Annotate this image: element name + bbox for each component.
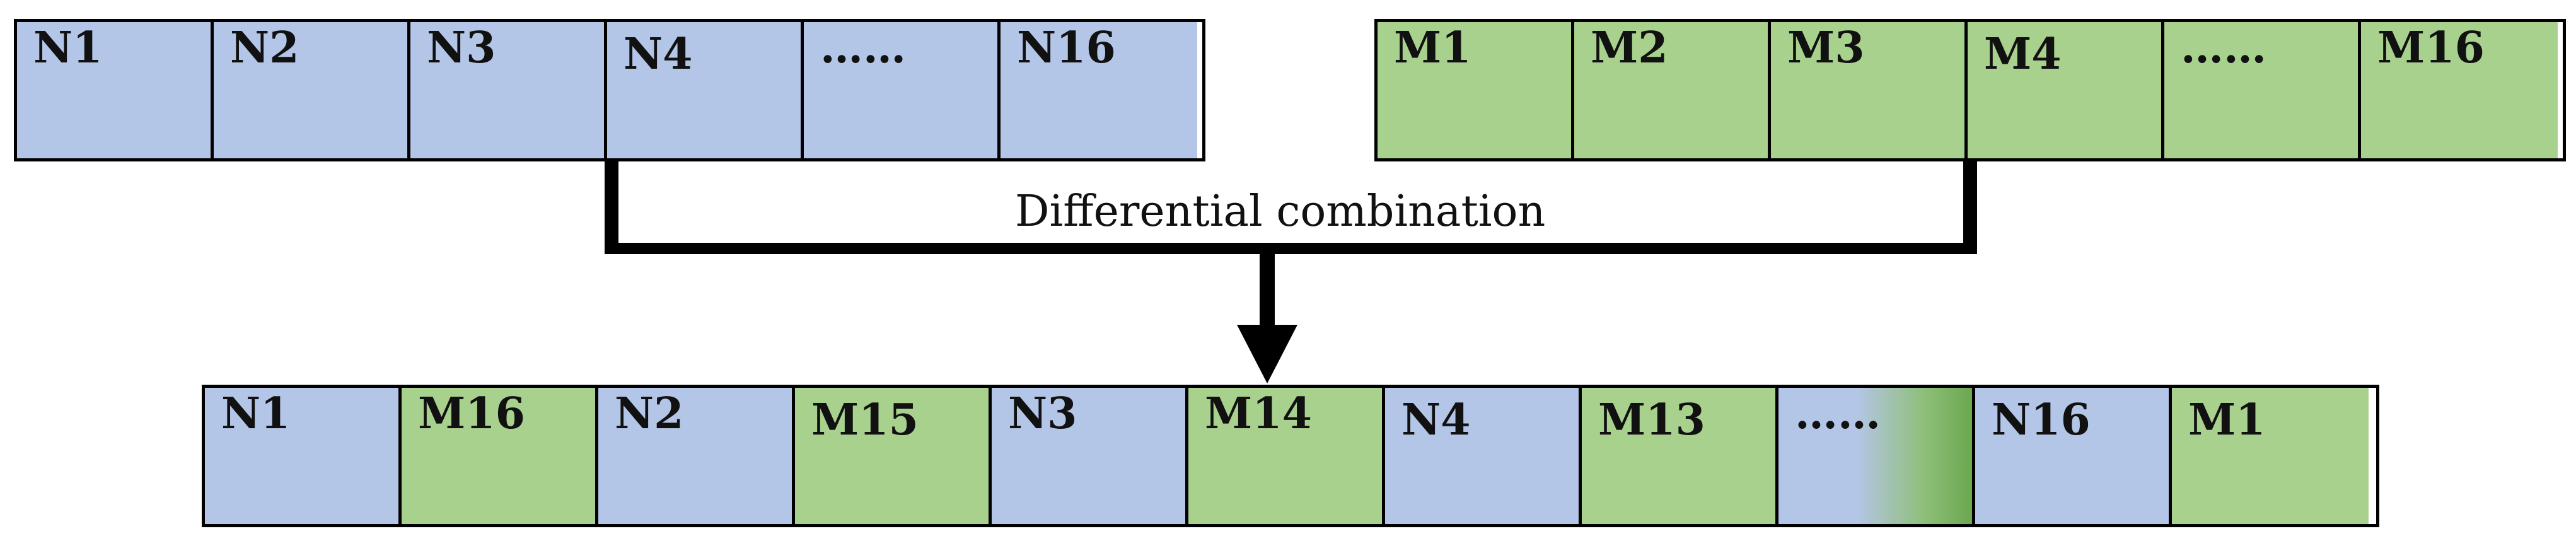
cell-label: M16 xyxy=(418,388,525,439)
n-cell: N16 xyxy=(1001,22,1197,158)
n-sequence-row: N1 N2 N3 N4 …… N16 xyxy=(14,19,1205,161)
m-ellipsis-cell: …… xyxy=(2164,22,2361,158)
m-cell: M1 xyxy=(1378,22,1574,158)
n-cell: N1 xyxy=(205,388,402,524)
n-cell: N4 xyxy=(1385,388,1582,524)
n-cell: N3 xyxy=(992,388,1188,524)
n-cell: N1 xyxy=(17,22,214,158)
cell-label: N4 xyxy=(1401,395,1471,445)
cell-label: M1 xyxy=(2188,395,2266,445)
combined-sequence-row: N1 M16 N2 M15 N3 M14 N4 M13 …… N16 M1 xyxy=(202,385,2379,527)
cell-label: N3 xyxy=(427,23,496,73)
ellipsis-gradient-cell: …… xyxy=(1778,388,1975,524)
m-sequence-row: M1 M2 M3 M4 …… M16 xyxy=(1374,19,2566,161)
n-cell: N4 xyxy=(607,22,804,158)
cell-label: M13 xyxy=(1598,395,1705,445)
cell-label: N4 xyxy=(624,29,693,79)
m-cell: M15 xyxy=(795,388,992,524)
cell-label: …… xyxy=(820,23,906,73)
m-cell: M16 xyxy=(2361,22,2558,158)
cell-label: N1 xyxy=(221,388,291,439)
cell-label: N2 xyxy=(230,23,299,73)
m-cell: M13 xyxy=(1582,388,1778,524)
m-cell: M2 xyxy=(1574,22,1771,158)
m-cell: M1 xyxy=(2172,388,2369,524)
n-cell: N3 xyxy=(410,22,607,158)
m-cell: M14 xyxy=(1188,388,1385,524)
n-cell: N2 xyxy=(214,22,410,158)
m-cell: M16 xyxy=(402,388,598,524)
cell-label: N1 xyxy=(33,23,103,73)
cell-label: N16 xyxy=(1992,395,2091,445)
connector-caption: Differential combination xyxy=(1015,187,1546,236)
cell-label: M14 xyxy=(1205,388,1312,439)
cell-label: M2 xyxy=(1591,23,1668,73)
cell-label: M4 xyxy=(1984,29,2062,79)
m-cell: M3 xyxy=(1771,22,1968,158)
n-cell: N16 xyxy=(1975,388,2172,524)
cell-label: M1 xyxy=(1394,23,1471,73)
cell-label: N2 xyxy=(615,388,684,439)
cell-label: M16 xyxy=(2377,23,2485,73)
n-ellipsis-cell: …… xyxy=(804,22,1001,158)
cell-label: N3 xyxy=(1008,388,1077,439)
cell-label: …… xyxy=(1795,388,1881,439)
cell-label: M15 xyxy=(811,395,919,445)
cell-label: …… xyxy=(2181,23,2266,73)
cell-label: N16 xyxy=(1017,23,1116,73)
cell-label: M3 xyxy=(1787,23,1865,73)
m-cell: M4 xyxy=(1968,22,2164,158)
down-arrow-head xyxy=(1237,325,1297,383)
n-cell: N2 xyxy=(598,388,795,524)
